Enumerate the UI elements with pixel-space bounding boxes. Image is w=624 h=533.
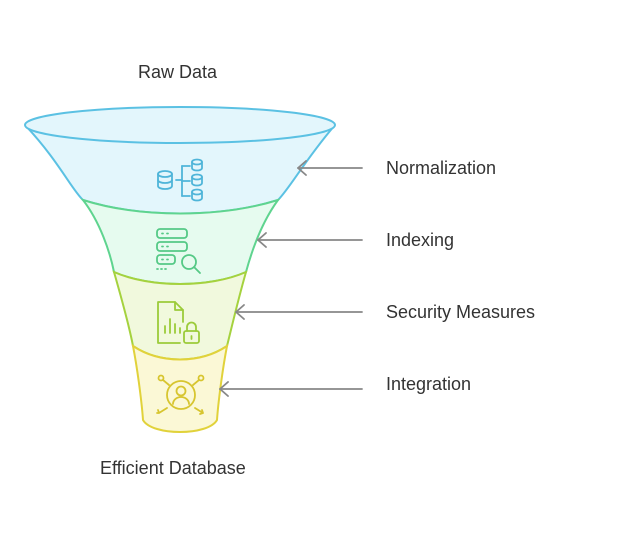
funnel-bottom-label: Efficient Database bbox=[100, 458, 246, 478]
stage-label-security-measures: Security Measures bbox=[386, 302, 536, 322]
stage-label-integration: Integration bbox=[386, 374, 472, 394]
funnel-rim bbox=[24, 106, 336, 144]
server-search-icon bbox=[156, 228, 201, 274]
stage-label-normalization: Normalization bbox=[386, 158, 497, 178]
arrow-integration bbox=[219, 381, 363, 397]
database-connect-icon bbox=[157, 158, 203, 202]
arrow-security-measures bbox=[235, 304, 363, 320]
user-network-icon bbox=[156, 374, 205, 415]
stage-label-indexing: Indexing bbox=[386, 230, 455, 250]
arrow-indexing bbox=[257, 232, 363, 248]
funnel-stage-integration bbox=[131, 343, 229, 433]
arrow-normalization bbox=[297, 160, 363, 176]
arrows bbox=[219, 160, 363, 397]
funnel-top-label: Raw Data bbox=[138, 62, 218, 82]
chart-lock-icon bbox=[157, 301, 200, 344]
